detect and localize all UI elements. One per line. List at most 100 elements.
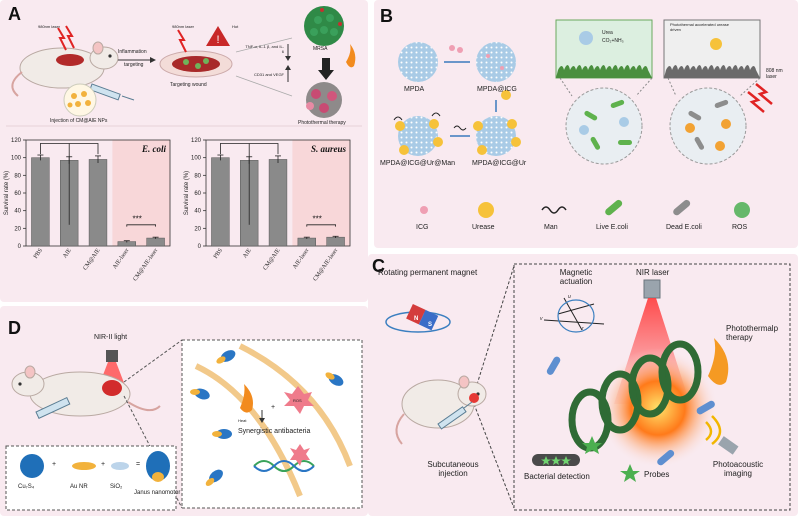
axis-v-label: v — [540, 316, 543, 322]
ptt-label: Photothermal therapy — [298, 120, 346, 126]
actuation-label: Magnetic actuation — [559, 268, 593, 286]
plus-label: + — [101, 461, 106, 468]
panel-b-illustration — [393, 19, 773, 218]
flame-icon — [240, 384, 253, 413]
x-tick-label: CM@AIE — [262, 247, 281, 271]
magnet-s-label: S — [428, 322, 433, 328]
mouse-illustration — [395, 375, 487, 445]
laser-highlight — [112, 140, 170, 246]
x-tick-label: CM@AIE-laser — [312, 248, 339, 283]
panel-b: B — [374, 0, 798, 248]
y-tick-label: 60 — [194, 191, 201, 197]
panel-a-illustration: ! — [6, 6, 362, 127]
y-tick-label: 20 — [194, 226, 201, 232]
magnet-icon — [385, 303, 451, 333]
magnet-label: Rotating permanent magnet — [378, 268, 478, 277]
mouse-illustration — [11, 41, 119, 97]
syringe-icon — [437, 401, 473, 430]
y-tick-label: 100 — [11, 156, 22, 162]
lightning-icon — [57, 25, 75, 51]
mpda-icg-ur-man-label: MPDA@ICG@Ur@Man — [380, 160, 455, 167]
panel-letter: B — [380, 6, 393, 26]
significance-bracket — [126, 224, 157, 227]
lightning-icon — [747, 91, 765, 113]
nanoparticle-icon — [63, 83, 97, 117]
bacteria-icon — [696, 400, 715, 415]
nir-label: NIR-II light — [94, 334, 128, 341]
lightning-icon — [177, 29, 187, 53]
panel-letter: C — [372, 256, 385, 276]
y-axis-label: Survival rate (%) — [4, 171, 10, 215]
panel-c-illustration — [385, 263, 791, 511]
janus-nanomotor-icon — [146, 451, 170, 482]
y-tick-label: 80 — [14, 173, 21, 179]
axis-u-label: u — [568, 294, 571, 300]
equals-label: = — [136, 461, 141, 468]
y-tick-label: 120 — [11, 138, 22, 144]
sio2-shell-icon — [111, 462, 129, 470]
janus-nanomotor-icon — [205, 469, 223, 486]
mpda-icg-ur-sphere — [473, 116, 521, 156]
plus-label: + — [52, 461, 57, 468]
urease-icon — [478, 202, 494, 218]
flame-icon — [708, 338, 729, 385]
ros-icon — [734, 202, 750, 218]
dead-bacteria-cluster — [306, 82, 342, 118]
urea-label: Urea — [602, 30, 613, 36]
mpda-icg-sphere — [476, 42, 516, 82]
panel-letter: A — [8, 4, 21, 24]
mouse-illustration — [11, 365, 161, 417]
x-tick-label: AIE-laser — [112, 248, 130, 271]
mpda-sphere — [398, 42, 438, 82]
legend-icg: ICG — [416, 224, 429, 231]
laser-label: 980nm laser — [38, 24, 61, 29]
panel-letter: D — [8, 318, 21, 338]
hot-label: Hot — [232, 24, 239, 29]
detection-label: Bacterial detection — [524, 472, 590, 481]
janus-label: Janus nanomotor — [134, 490, 181, 496]
axis-r-label: r — [582, 326, 584, 332]
ros-burst-icon — [284, 386, 314, 414]
legend-man: Man — [544, 224, 558, 231]
cu-sphere-icon — [20, 454, 44, 478]
y-axis-label: Survival rate (%) — [184, 171, 190, 215]
au-nanorod-icon — [72, 462, 96, 470]
laser-highlight — [292, 140, 350, 246]
lightning-icon — [755, 83, 773, 105]
bacteria-icon — [546, 356, 561, 375]
syringe-icon — [89, 83, 135, 101]
panel-d-illustration — [5, 339, 363, 511]
ultrasound-icon — [705, 415, 739, 455]
bacteria-icon — [657, 449, 675, 466]
y-tick-label: 20 — [14, 226, 21, 232]
legend-live-ecoli: Live E.coli — [596, 224, 628, 231]
targeting-wound-label: Targeting wound — [170, 82, 207, 88]
cytokine-label: TNF-α, IL-1 β, and IL-6 — [245, 44, 284, 54]
y-tick-label: 60 — [14, 191, 21, 197]
co2-label: CO₂+NH₃ — [602, 38, 624, 44]
aunr-label: Au NR — [70, 484, 88, 490]
y-tick-label: 80 — [194, 173, 201, 179]
significance-bracket — [306, 224, 337, 227]
probe-star-icon — [620, 464, 640, 482]
plus-label: + — [271, 404, 276, 411]
axis-diagram — [543, 297, 605, 333]
laser-device — [643, 279, 661, 299]
dna-icon — [253, 460, 315, 472]
significance-label: *** — [313, 214, 322, 223]
significance-label: *** — [133, 214, 142, 223]
heat-label: Heat — [238, 418, 247, 423]
svg-text:!: ! — [216, 34, 219, 46]
bacteria-circle-dead — [669, 87, 747, 165]
chart-title: E. coli — [141, 144, 166, 154]
mpda-icg-label: MPDA@ICG — [477, 86, 517, 93]
mannose-icon — [541, 206, 567, 214]
mpda-label: MPDA — [404, 86, 425, 93]
syringe-icon — [35, 396, 71, 420]
y-tick-label: 120 — [191, 138, 202, 144]
probes-label: Probes — [644, 470, 670, 479]
panel-c: C — [368, 254, 798, 516]
injection-label: Injection of CM@AIE NPs — [50, 118, 108, 124]
legend-urease: Urease — [472, 224, 495, 231]
chart-title: S. aureus — [311, 144, 347, 154]
